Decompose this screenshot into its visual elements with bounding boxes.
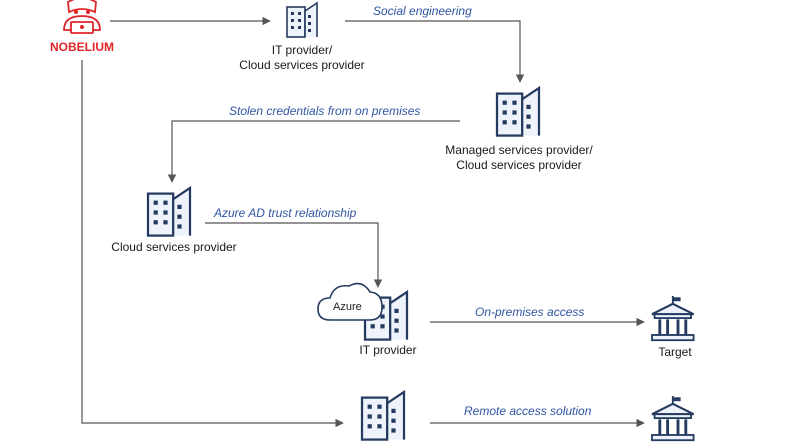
cloud-provider-label: Cloud services provider (111, 240, 237, 254)
it-cloud-provider-label: IT provider/ Cloud services provider (226, 43, 378, 73)
remote-building-icon (360, 390, 406, 441)
target-label: Target (658, 345, 692, 359)
hacker-icon (63, 0, 101, 34)
on-premises-access-label: On-premises access (475, 305, 585, 319)
edge-social-engineering (345, 20, 525, 83)
remote-access-label: Remote access solution (464, 404, 592, 418)
it-cloud-provider-building-icon (286, 2, 318, 38)
it-provider-label: IT provider (359, 343, 417, 357)
managed-provider-label-line2: Cloud services provider (456, 158, 582, 172)
edge-nobelium-direct (81, 60, 344, 428)
edge-azure-ad-trust (205, 222, 383, 288)
actor-label: NOBELIUM (50, 40, 114, 54)
managed-provider-label: Managed services provider/ Cloud service… (433, 143, 605, 173)
edge-stolen-credentials (167, 120, 460, 183)
social-engineering-label: Social engineering (373, 4, 472, 18)
stolen-credentials-label: Stolen credentials from on premises (229, 104, 421, 118)
azure-cloud-icon (317, 282, 383, 321)
azure-ad-trust-label: Azure AD trust relationship (214, 206, 357, 220)
cloud-provider-building-icon (146, 186, 192, 237)
managed-provider-building-icon (495, 86, 541, 137)
managed-provider-label-line1: Managed services provider/ (445, 143, 593, 157)
it-cloud-provider-label-line1: IT provider/ (271, 43, 333, 57)
azure-label: Azure (333, 301, 362, 313)
remote-target-bank-icon (650, 394, 696, 442)
target-bank-icon (650, 294, 696, 342)
it-cloud-provider-label-line2: Cloud services provider (239, 58, 365, 72)
